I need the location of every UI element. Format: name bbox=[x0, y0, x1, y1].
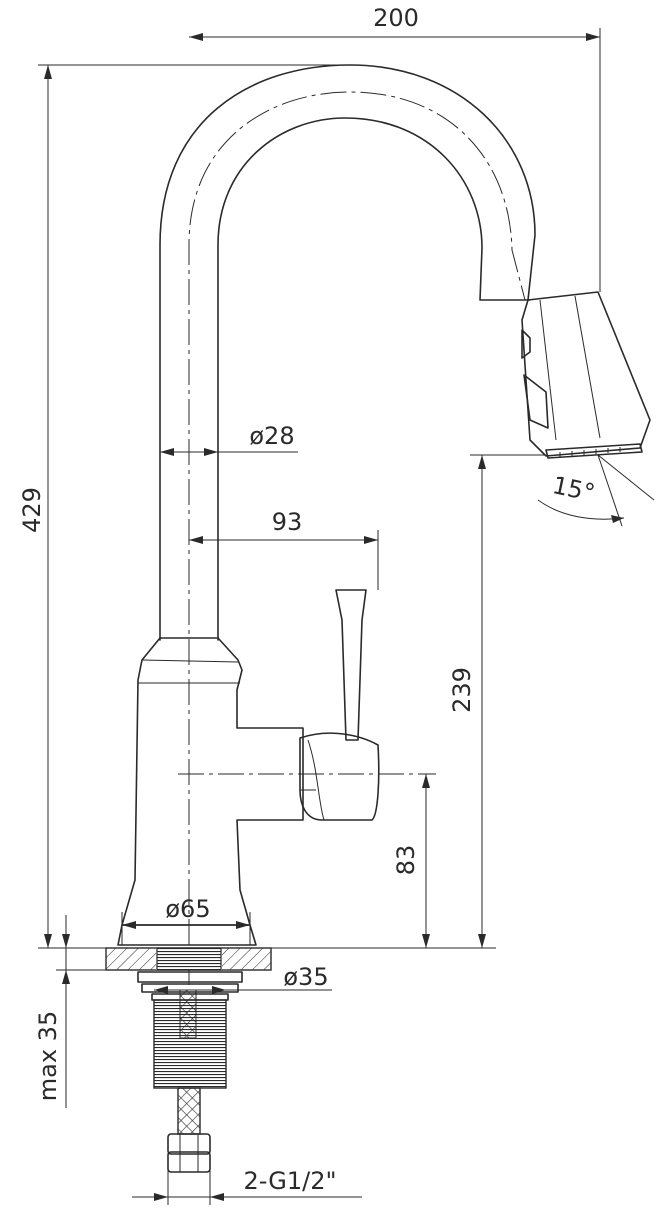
arrow-width-right bbox=[586, 33, 600, 41]
arrow-spout-right bbox=[204, 448, 218, 456]
arrow-deck-top bbox=[62, 934, 70, 948]
label-overall-width: 200 bbox=[373, 4, 419, 32]
fixing-screw bbox=[179, 989, 197, 1039]
spray-head-inner bbox=[539, 295, 601, 441]
arrow-conn-right bbox=[210, 1193, 224, 1201]
arrow-base-right bbox=[236, 921, 250, 929]
arrow-height-top bbox=[44, 65, 52, 79]
hose-nut-lower bbox=[167, 1151, 211, 1173]
label-handle-axis-height: 83 bbox=[392, 845, 420, 876]
column-neck-band bbox=[138, 659, 240, 684]
hose-nut-upper bbox=[167, 1133, 211, 1155]
label-handle-offset: 93 bbox=[272, 508, 303, 536]
arrow-deck-bottom bbox=[62, 970, 70, 984]
arrow-handle-left bbox=[189, 536, 203, 544]
arrow-handle-h-bottom bbox=[422, 934, 430, 948]
arrow-spout-left bbox=[160, 448, 174, 456]
label-base-diameter: ø65 bbox=[165, 895, 210, 923]
spray-face bbox=[545, 443, 643, 459]
mounting-assembly bbox=[105, 947, 272, 1173]
spout-inner-contour bbox=[217, 117, 531, 641]
arrow-base-left bbox=[122, 921, 136, 929]
base-ring bbox=[117, 924, 257, 946]
label-outlet-height: 239 bbox=[448, 667, 476, 713]
label-spray-angle: 15° bbox=[550, 471, 597, 507]
arrow-angle-end bbox=[611, 515, 624, 523]
braided-hose bbox=[177, 1087, 201, 1135]
arrow-height-bottom bbox=[44, 934, 52, 948]
arrow-width-left bbox=[189, 33, 203, 41]
spray-button-bottom bbox=[523, 374, 549, 429]
handle-cartridge bbox=[299, 732, 380, 821]
hose-nut-upper-lines bbox=[179, 1134, 199, 1154]
spray-angle-ray bbox=[597, 454, 623, 527]
spray-axis-line bbox=[597, 454, 655, 501]
spray-nozzle-holes bbox=[559, 447, 621, 457]
arrow-outlet-bottom bbox=[478, 934, 486, 948]
spray-head bbox=[521, 291, 651, 457]
spout-outer-contour bbox=[159, 64, 536, 641]
label-spout-diameter: ø28 bbox=[249, 422, 294, 450]
faucet-body bbox=[117, 64, 651, 985]
label-mount-diameter: ø35 bbox=[283, 963, 328, 991]
arrow-mount-right bbox=[212, 986, 226, 994]
spout-centerline bbox=[188, 91, 526, 985]
handle-cartridge-detail bbox=[300, 739, 325, 821]
label-max-deck-thickness: max 35 bbox=[34, 1011, 62, 1101]
arrow-outlet-top bbox=[478, 455, 486, 469]
faucet-column bbox=[121, 637, 304, 926]
label-connection-hoses: 2-G1/2" bbox=[243, 1167, 336, 1195]
reference-lines bbox=[38, 28, 601, 1205]
dimension-labels: 200 429 ø28 93 239 83 ø65 ø35 max 35 2-G… bbox=[18, 4, 597, 1195]
spray-button-top bbox=[521, 329, 531, 359]
threaded-shank-top bbox=[156, 947, 222, 971]
lever-handle bbox=[335, 589, 367, 741]
mount-washer bbox=[137, 971, 243, 983]
hose-nut-lower-lines bbox=[179, 1152, 199, 1172]
label-overall-height: 429 bbox=[18, 487, 46, 533]
dimension-lines bbox=[44, 33, 655, 1201]
arrow-handle-h-top bbox=[422, 774, 430, 788]
arrow-handle-right bbox=[364, 536, 378, 544]
arrow-mount-left bbox=[154, 986, 168, 994]
arrow-conn-left bbox=[154, 1193, 168, 1201]
